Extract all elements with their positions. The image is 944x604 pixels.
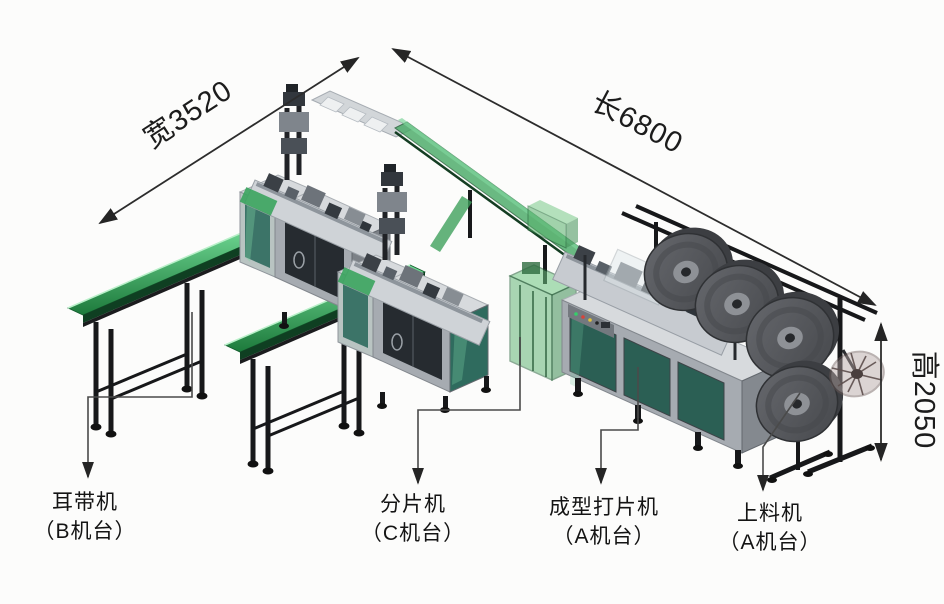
- leader-ear-band-machine: [82, 312, 193, 479]
- leader-splitting-machine: [412, 337, 521, 485]
- fabric-roll-4: [755, 360, 844, 443]
- height-dimension: 高2050: [874, 322, 941, 462]
- machine-name: 成型打片机: [549, 496, 659, 519]
- ear-band-machine-2: [336, 164, 491, 413]
- label-ear-band-machine: 耳带机 （B机台）: [23, 489, 147, 547]
- nose-wire-spool: [829, 349, 885, 398]
- length-dimension-label: 长6800: [586, 85, 688, 160]
- output-conveyor-1: [67, 227, 269, 438]
- leader-forming-machine: [595, 367, 639, 485]
- transfer-bridge-conveyor: [394, 118, 590, 284]
- machine-station: （B机台）: [33, 519, 137, 543]
- label-forming-machine: 成型打片机 （A机台）: [536, 494, 672, 552]
- machine-station: （A机台）: [718, 530, 822, 554]
- machine-name: 分片机: [380, 493, 446, 516]
- height-dimension-label: 高2050: [908, 351, 941, 450]
- machine-station: （A机台）: [552, 524, 656, 548]
- width-dimension-label: 宽3520: [138, 73, 239, 154]
- control-panel: [568, 304, 614, 338]
- machine-name: 上料机: [737, 502, 803, 525]
- machine-name: 耳带机: [52, 491, 118, 514]
- fabric-roll-3: [745, 291, 840, 380]
- machine-station: （C机台）: [360, 521, 466, 545]
- leader-feeding-machine: [757, 392, 801, 492]
- label-splitting-machine: 分片机 （C机台）: [351, 491, 475, 549]
- label-feeding-machine: 上料机 （A机台）: [706, 500, 834, 558]
